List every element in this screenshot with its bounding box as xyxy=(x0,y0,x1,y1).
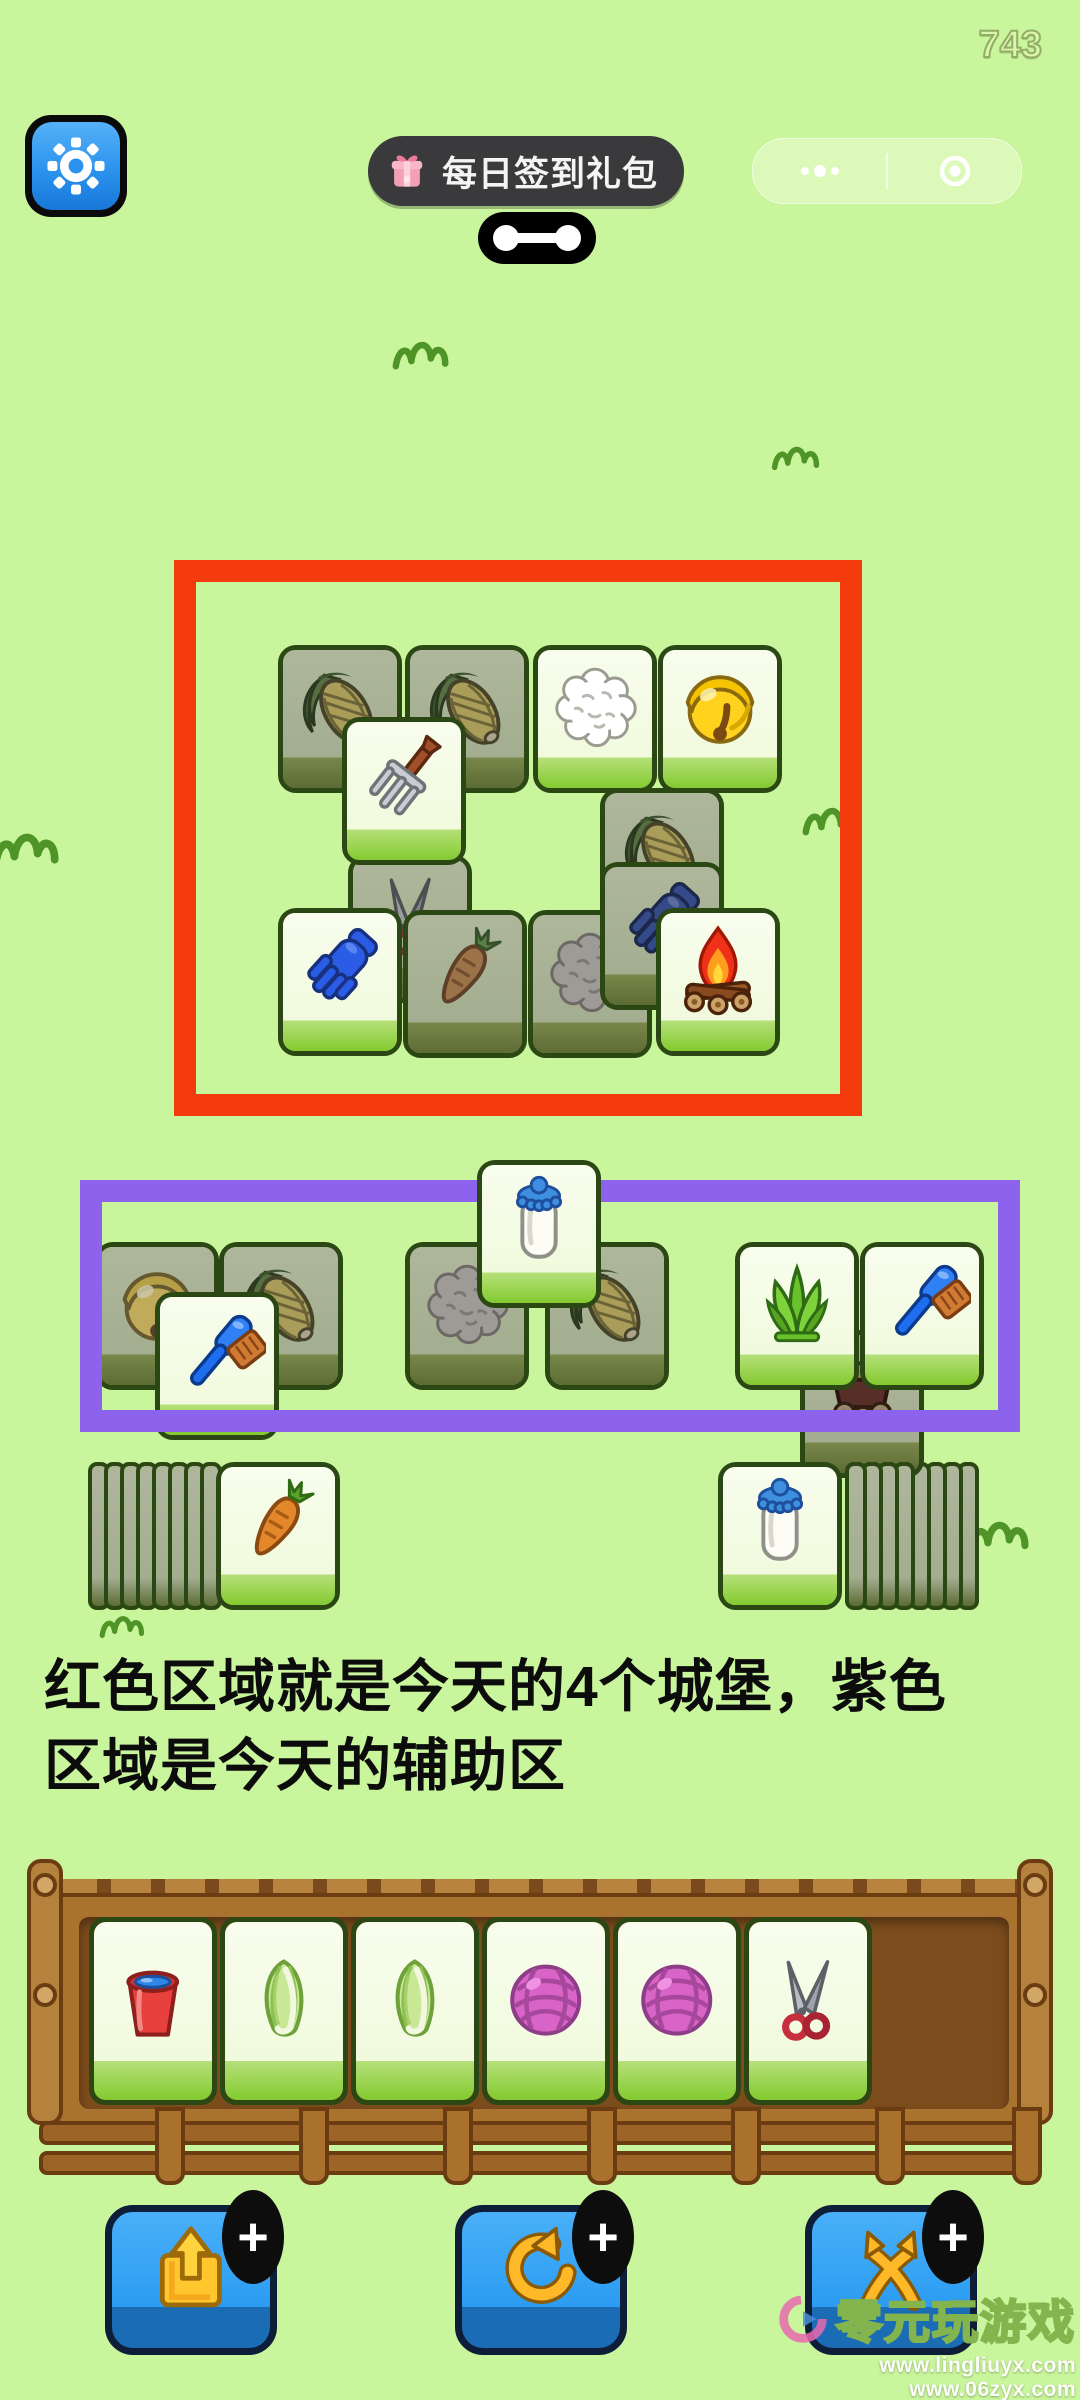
tile-cotton[interactable] xyxy=(533,645,657,793)
yarn-icon xyxy=(626,1936,727,2064)
settings-button-face xyxy=(32,122,120,210)
settings-button[interactable] xyxy=(25,115,127,217)
fence-post xyxy=(875,2107,905,2185)
circle-dot-icon xyxy=(938,154,972,188)
grass-tuft-icon xyxy=(0,810,80,872)
drag-handle[interactable] xyxy=(478,212,596,264)
caption-line-1: 红色区域就是今天的4个城堡，紫色 xyxy=(44,1655,947,1719)
fence-post xyxy=(443,2107,473,2185)
purple-annotation-box xyxy=(80,1180,1020,1432)
score-counter: 743 xyxy=(978,23,1043,67)
tray-left-post xyxy=(27,1859,63,2125)
tile-tray xyxy=(27,1853,1053,2187)
tile-milk[interactable] xyxy=(718,1462,842,1610)
pop-out-button[interactable]: + xyxy=(105,2190,284,2355)
fence-post xyxy=(587,2107,617,2185)
tile-grass[interactable] xyxy=(735,1242,859,1390)
carrot-icon xyxy=(229,1471,327,1576)
fence-post xyxy=(299,2107,329,2185)
three-dots-icon xyxy=(797,156,843,186)
post-knob xyxy=(1023,1873,1047,1897)
fence-post xyxy=(731,2107,761,2185)
caption-text: 红色区域就是今天的4个城堡，紫色 区域是今天的辅助区 xyxy=(44,1648,1044,1805)
tile-glove[interactable] xyxy=(278,908,402,1056)
cabbage-icon xyxy=(233,1936,334,2064)
gear-icon xyxy=(45,135,107,197)
bone-icon xyxy=(491,221,583,255)
watermark-brand: 零元玩游戏 xyxy=(835,2295,1076,2350)
tile-yarn[interactable] xyxy=(613,1917,741,2105)
watermark-urls: www.lingliuyx.com www.06zyx.com xyxy=(879,2354,1076,2400)
plus-badge[interactable]: + xyxy=(572,2190,634,2284)
daily-signin-button[interactable]: 每日签到礼包 xyxy=(368,136,685,206)
daily-signin-label: 每日签到礼包 xyxy=(442,154,659,194)
milk-icon xyxy=(490,1169,588,1274)
grass-tuft-icon xyxy=(768,430,834,474)
stacked-tile-edge[interactable] xyxy=(845,1462,867,1610)
tile-carrot[interactable] xyxy=(216,1462,340,1610)
plus-badge[interactable]: + xyxy=(922,2190,984,2284)
tile-face xyxy=(347,722,461,860)
tile-cabbage[interactable] xyxy=(351,1917,479,2105)
shuffle-button[interactable]: + xyxy=(805,2190,984,2355)
tile-milk[interactable] xyxy=(477,1160,601,1308)
tile-bell[interactable] xyxy=(658,645,782,793)
tile-cabbage[interactable] xyxy=(220,1917,348,2105)
bucket-icon xyxy=(102,1936,203,2064)
post-knob xyxy=(33,1873,57,1897)
plus-badge[interactable]: + xyxy=(222,2190,284,2284)
watermark-logo xyxy=(779,2295,827,2343)
tray-right-post xyxy=(1017,1859,1053,2125)
undo-button[interactable]: + xyxy=(455,2190,634,2355)
miniprogram-capsule xyxy=(752,138,1022,204)
capsule-close-button[interactable] xyxy=(888,139,1021,203)
tile-scissors[interactable] xyxy=(744,1917,872,2105)
post-knob xyxy=(1023,1983,1047,2007)
post-knob xyxy=(33,1983,57,2007)
fence-rail xyxy=(39,2121,1041,2145)
tile-carrot[interactable] xyxy=(403,910,527,1058)
capsule-menu-button[interactable] xyxy=(753,139,886,203)
cabbage-icon xyxy=(364,1936,465,2064)
tile-pitchfork[interactable] xyxy=(342,717,466,865)
caption-line-2: 区域是今天的辅助区 xyxy=(44,1733,566,1798)
red-annotation-box xyxy=(174,560,862,1116)
fence-rail xyxy=(39,2151,1041,2175)
scissors-icon xyxy=(757,1936,858,2064)
tile-campfire[interactable] xyxy=(656,908,780,1056)
fence-post xyxy=(155,2107,185,2185)
capsule-divider xyxy=(886,153,888,189)
gift-icon xyxy=(384,148,430,194)
tile-bucket[interactable] xyxy=(89,1917,217,2105)
fence-post xyxy=(1012,2107,1042,2185)
tile-yarn[interactable] xyxy=(482,1917,610,2105)
watermark: 零元玩游戏 www.lingliuyx.com www.06zyx.com xyxy=(756,2286,1076,2400)
grass-tuft-icon xyxy=(388,322,466,374)
yarn-icon xyxy=(495,1936,596,2064)
milk-icon xyxy=(731,1471,829,1576)
tile-brush[interactable] xyxy=(860,1242,984,1390)
